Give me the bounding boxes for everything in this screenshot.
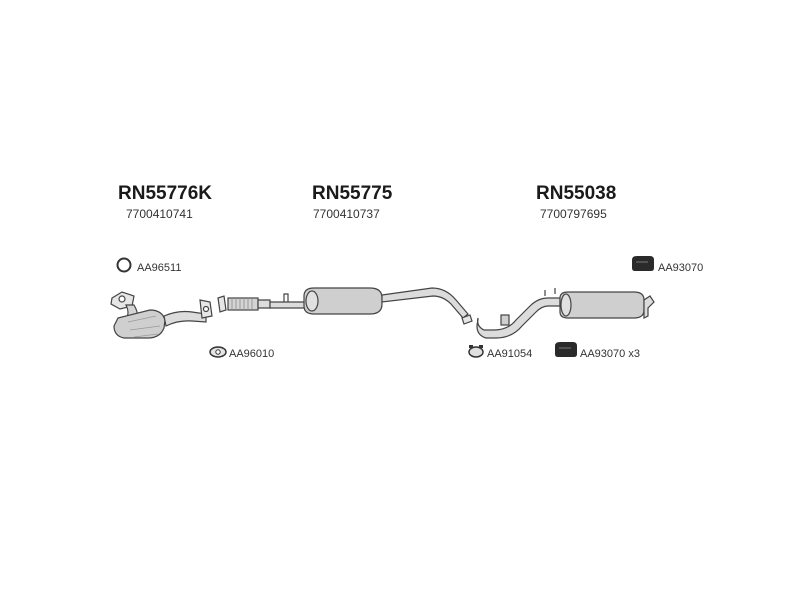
accessory-label-ring: AA96511 <box>137 262 182 274</box>
oem-number-front: 7700410741 <box>126 207 193 221</box>
rubber-mount-icon <box>632 256 654 271</box>
part-code-rear: RN55038 <box>536 183 617 204</box>
flexible-pipe-icon <box>217 295 271 313</box>
accessory-label-rubber-mount: AA93070 <box>658 262 704 274</box>
part-code-middle: RN55775 <box>312 183 393 204</box>
accessory-label-clamp: AA91054 <box>487 348 533 360</box>
part-code-front: RN55776K <box>118 183 212 204</box>
ring-icon <box>116 257 132 273</box>
accessory-label-rubber-mount-x3: AA93070 x3 <box>580 348 640 360</box>
rubber-mount-x3-icon <box>555 342 577 357</box>
middle-muffler-icon <box>269 287 473 325</box>
oem-number-rear: 7700797695 <box>540 207 607 221</box>
oem-number-middle: 7700410737 <box>313 207 380 221</box>
gasket-icon <box>209 346 227 358</box>
catalytic-converter-icon <box>110 291 213 339</box>
clamp-icon <box>468 345 484 358</box>
accessory-label-gasket: AA96010 <box>229 348 275 360</box>
rear-muffler-icon <box>476 288 655 339</box>
